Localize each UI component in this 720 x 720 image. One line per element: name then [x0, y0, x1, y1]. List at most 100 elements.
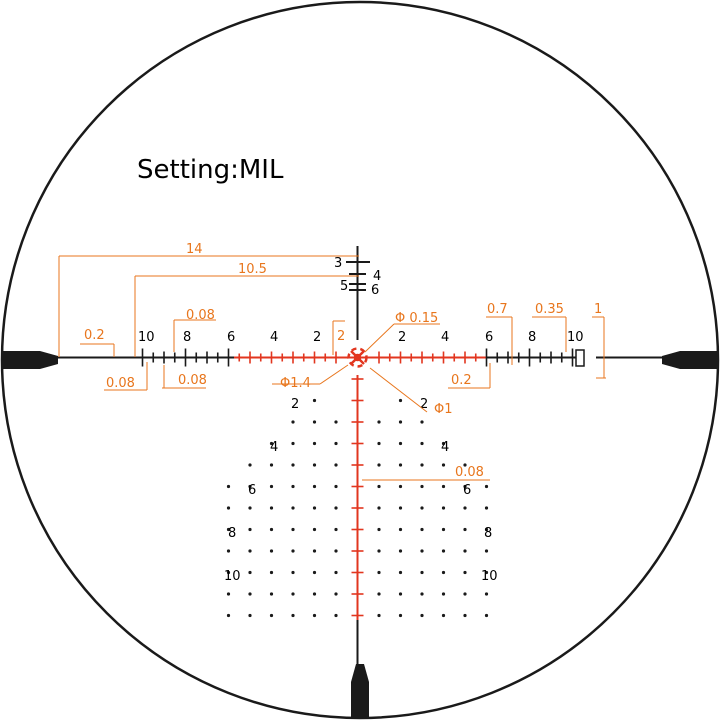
holdover-dot	[441, 549, 446, 553]
holdover-dot	[226, 549, 231, 553]
dim-label-0-35: 0.35	[535, 302, 564, 317]
stadia-label-left-6: 6	[227, 330, 235, 345]
holdover-dot	[291, 570, 295, 575]
dim-label-0-2-left: 0.2	[84, 328, 105, 343]
holdover-dot	[291, 420, 295, 424]
holdover-dot	[312, 592, 317, 596]
holdover-dot	[291, 484, 295, 489]
holdover-dot	[248, 549, 252, 553]
holdover-dot	[312, 420, 317, 424]
holdover-dot	[398, 398, 403, 403]
holdover-dot	[248, 484, 252, 489]
holdover-dot	[248, 613, 252, 618]
right-post	[662, 351, 718, 369]
dim-label-0-2-right: 0.2	[451, 373, 472, 388]
stadia-label-right-10: 10	[567, 330, 584, 345]
holdover-dot	[334, 549, 338, 553]
holdover-dot	[441, 441, 446, 446]
holdover-label-right-8: 8	[484, 526, 492, 541]
holdover-dot	[420, 570, 424, 575]
holdover-dot	[484, 484, 489, 489]
holdover-dot	[226, 506, 231, 510]
holdover-dot	[334, 463, 338, 467]
holdover-dot	[441, 484, 446, 489]
holdover-dot	[441, 463, 446, 467]
holdover-dot	[463, 549, 467, 553]
holdover-dot	[312, 527, 317, 532]
dim-label-0-08-left: 0.08	[106, 376, 135, 391]
holdover-dot	[312, 570, 317, 575]
holdover-dot	[441, 570, 446, 575]
holdover-dot	[441, 506, 446, 510]
holdover-dot	[334, 570, 338, 575]
holdover-dot	[291, 592, 295, 596]
holdover-dot	[334, 420, 338, 424]
holdover-dot	[420, 484, 424, 489]
holdover-dot	[377, 570, 381, 575]
holdover-dot	[463, 570, 467, 575]
center-crosshair	[347, 347, 368, 368]
holdover-dot	[398, 506, 403, 510]
holdover-dot	[291, 441, 295, 446]
holdover-dot	[420, 613, 424, 618]
stadia-label-left-10: 10	[138, 330, 155, 345]
dim-label-0-08-top: 0.08	[186, 308, 215, 323]
holdover-dot	[269, 549, 274, 553]
holdover-dot	[377, 613, 381, 618]
holdover-dot	[291, 463, 295, 467]
holdover-label-left-6: 6	[248, 483, 256, 498]
holdover-dot	[334, 613, 338, 618]
holdover-dot	[377, 592, 381, 596]
stadia-label-left-8: 8	[183, 330, 191, 345]
holdover-dot	[420, 420, 424, 424]
thick-posts	[2, 351, 718, 718]
holdover-dot	[226, 570, 231, 575]
holdover-dot	[463, 592, 467, 596]
holdover-label-left-8: 8	[228, 526, 236, 541]
dim-label-2: 2	[337, 329, 345, 344]
bottom-post	[351, 664, 369, 718]
holdover-dot	[484, 570, 489, 575]
stadia-label-up-6: 6	[371, 283, 379, 298]
holdover-dot	[291, 527, 295, 532]
holdover-dot	[420, 463, 424, 467]
holdover-dot	[377, 441, 381, 446]
holdover-label-right-6: 6	[463, 483, 471, 498]
holdover-label-right-10: 10	[481, 569, 498, 584]
stadia-label-left-2: 2	[313, 330, 321, 345]
holdover-dot	[312, 613, 317, 618]
dim-label-phi-1: Φ1	[434, 402, 453, 417]
holdover-dot	[312, 441, 317, 446]
holdover-label-left-2: 2	[291, 397, 299, 412]
dim-label-0-08-vertical: 0.08	[455, 465, 484, 480]
holdover-dot	[377, 484, 381, 489]
holdover-dot	[248, 463, 252, 467]
holdover-dot	[269, 613, 274, 618]
page-title: Setting:MIL	[137, 155, 284, 185]
holdover-dot	[291, 613, 295, 618]
dim-label-10-5: 10.5	[238, 262, 267, 277]
dim-label-0-7: 0.7	[487, 302, 508, 317]
holdover-dot	[334, 527, 338, 532]
holdover-dot	[226, 484, 231, 489]
holdover-dot	[484, 527, 489, 532]
holdover-dot	[420, 506, 424, 510]
holdover-dot	[334, 441, 338, 446]
holdover-label-left-10: 10	[224, 569, 241, 584]
holdover-dot	[398, 441, 403, 446]
dim-label-phi-0-15: Φ 0.15	[395, 311, 438, 326]
holdover-dot	[398, 570, 403, 575]
holdover-dot	[269, 463, 274, 467]
holdover-dot	[484, 549, 489, 553]
stadia-label-right-4: 4	[441, 330, 449, 345]
holdover-dot	[463, 463, 467, 467]
holdover-dot	[248, 506, 252, 510]
dim-label-14: 14	[186, 242, 203, 257]
holdover-dot	[398, 549, 403, 553]
holdover-dot	[291, 549, 295, 553]
stadia-label-right-2: 2	[398, 330, 406, 345]
holdover-dot	[334, 592, 338, 596]
holdover-dot	[420, 592, 424, 596]
holdover-dot	[463, 613, 467, 618]
